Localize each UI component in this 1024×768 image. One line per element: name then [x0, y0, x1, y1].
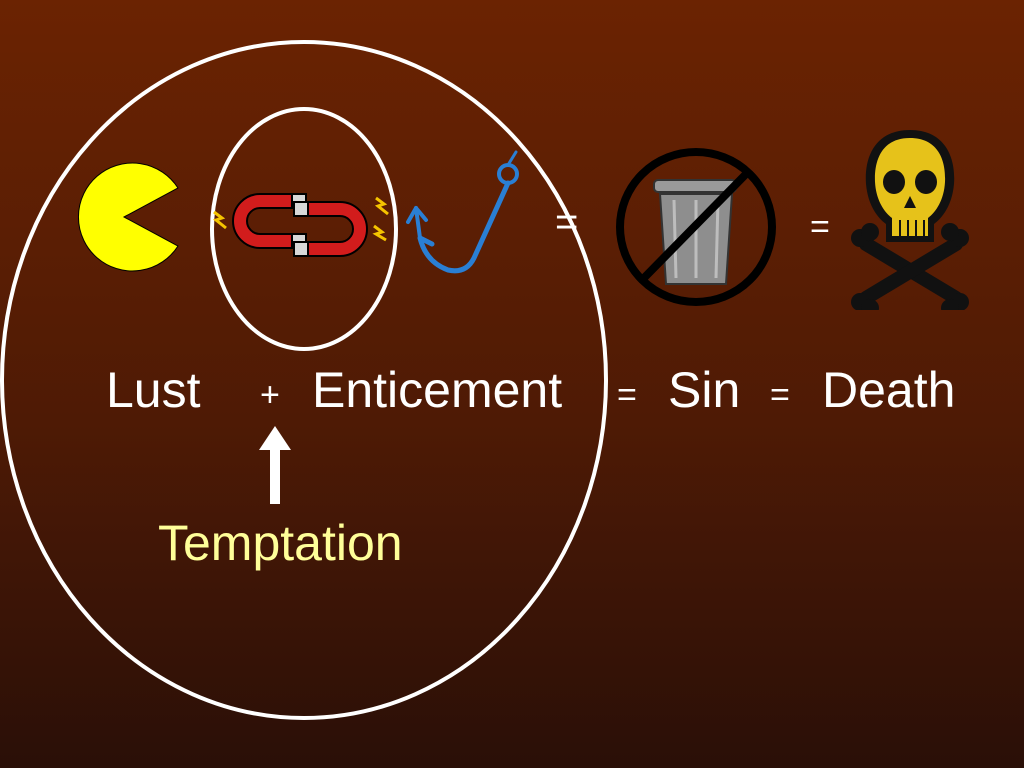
up-arrow-icon [259, 426, 291, 504]
pacman-icon [77, 162, 179, 272]
skull-crossbones-icon [851, 130, 969, 310]
temptation-caption: Temptation [158, 515, 403, 571]
no-trash-icon [616, 148, 776, 306]
equals-sign-1: = [617, 376, 637, 414]
word-sin: Sin [668, 362, 741, 418]
magnets-icon [212, 193, 389, 257]
equals-sign-2: = [770, 376, 790, 414]
word-enticement: Enticement [312, 362, 563, 418]
icon-row-equals-2: = [810, 208, 830, 246]
fishhook-icon [406, 150, 519, 274]
word-lust: Lust [106, 362, 201, 418]
plus-sign: + [260, 376, 280, 414]
icon-row-equals-1: = [555, 200, 579, 244]
word-death: Death [822, 362, 956, 418]
enticement-inner-ellipse [210, 107, 398, 351]
